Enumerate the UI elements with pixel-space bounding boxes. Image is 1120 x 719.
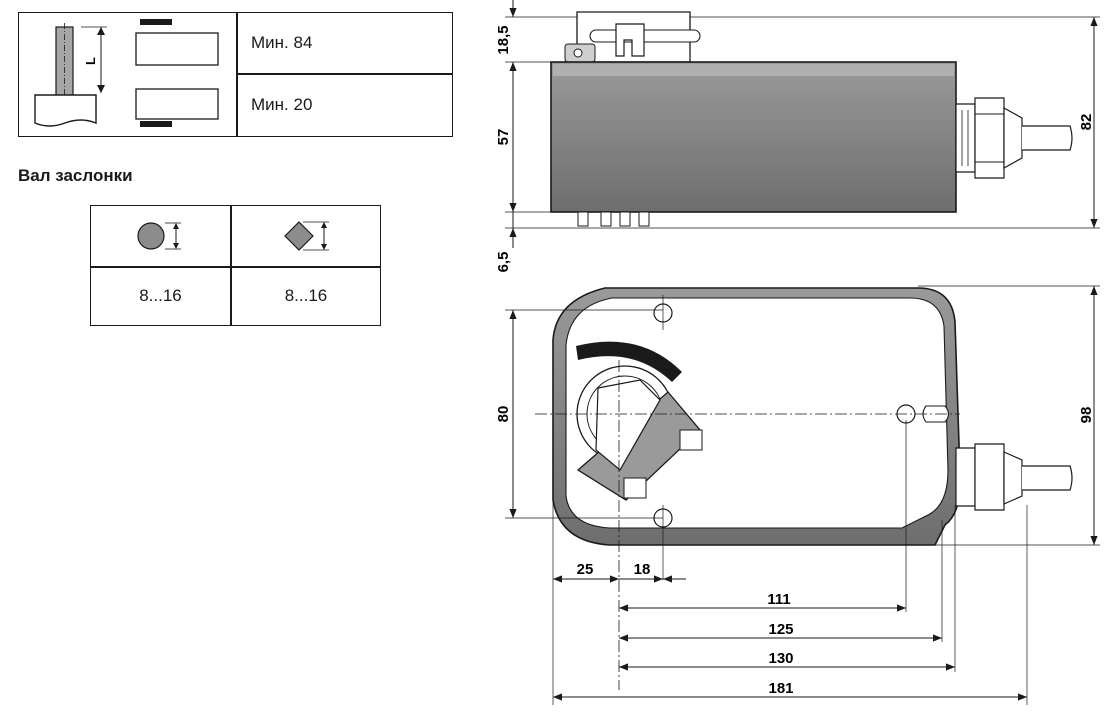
angle-scale — [576, 341, 682, 382]
dim-25: 25 — [577, 561, 594, 578]
square-shaft-icon — [284, 221, 329, 251]
min-84-cell: Мин. 84 — [251, 13, 312, 73]
shaft-length-illustration: L — [34, 19, 219, 127]
side-housing — [550, 61, 957, 213]
shaft-shape-table: 8...16 8...16 — [90, 205, 381, 326]
square-range-cell: 8...16 — [232, 267, 380, 325]
side-cable — [1022, 125, 1073, 151]
side-cable-gland — [955, 103, 976, 173]
dim-18-5: 18,5 — [495, 25, 512, 54]
dim-130: 130 — [768, 650, 793, 667]
front-view: 80 98 25 18 111 125 130 181 — [495, 285, 1100, 705]
shaft-length-table: L Мин. 84 Мин. 20 — [18, 12, 453, 137]
round-range-cell: 8...16 — [91, 267, 230, 325]
dim-80: 80 — [495, 406, 512, 423]
front-cable — [1022, 465, 1073, 491]
round-range-text: 8...16 — [139, 286, 182, 305]
round-shaft-icon — [137, 222, 181, 250]
shaft-heading: Вал заслонки — [18, 166, 133, 185]
dim-181: 181 — [768, 680, 793, 697]
dim-111: 111 — [767, 591, 790, 608]
dim-98: 98 — [1078, 407, 1095, 424]
dim-6-5: 6,5 — [495, 252, 512, 273]
dim-18: 18 — [634, 561, 651, 578]
min-84-text: Мин. 84 — [251, 33, 313, 52]
length-label: L — [83, 57, 98, 65]
min-20-cell: Мин. 20 — [251, 74, 312, 136]
dim-57: 57 — [495, 129, 512, 146]
min-20-text: Мин. 20 — [251, 95, 313, 114]
dim-125: 125 — [768, 621, 793, 638]
actuator-base — [34, 94, 97, 127]
dim-82: 82 — [1078, 114, 1095, 131]
side-view: 18,5 57 6,5 82 — [495, 0, 1100, 272]
front-cable-gland — [955, 447, 976, 507]
square-range-text: 8...16 — [284, 286, 328, 305]
